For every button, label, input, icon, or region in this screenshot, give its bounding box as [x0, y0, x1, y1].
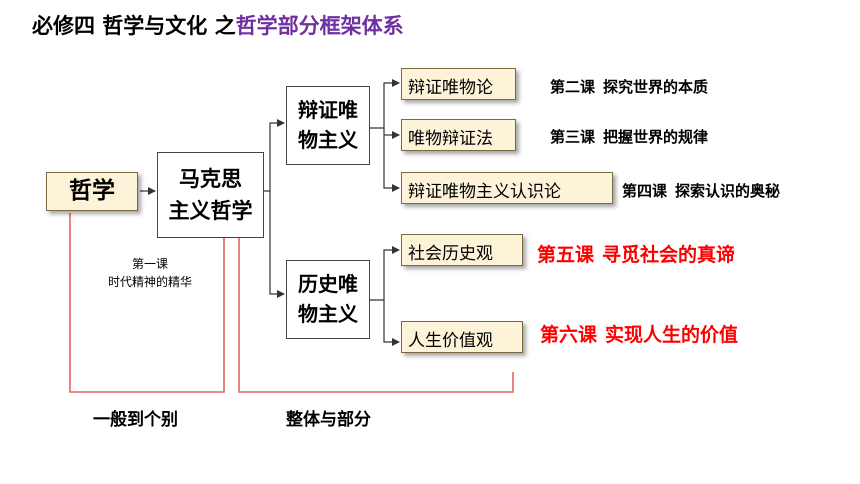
arrow-to-topic-4	[370, 246, 400, 301]
marxism-line1: 马克思	[179, 167, 242, 191]
topic-box-2: 唯物辩证法	[401, 119, 516, 151]
lesson-4-title: 探索认识的奥秘	[675, 182, 781, 200]
topic-label-5: 人生价值观	[408, 331, 493, 351]
lesson-2: 第二课探究世界的本质	[550, 76, 708, 97]
lesson-2-number: 第二课	[550, 78, 596, 96]
label-general-to-particular: 一般到个别	[93, 410, 178, 430]
lesson-5-title: 寻觅社会的真谛	[602, 244, 736, 266]
lesson-4-number: 第四课	[622, 182, 668, 200]
arrow-to-topic-3	[383, 128, 400, 192]
lesson-3: 第三课把握世界的规律	[550, 126, 708, 147]
marxism-line2: 主义哲学	[168, 199, 253, 223]
root-label: 哲学	[69, 178, 115, 204]
arrow-to-dialectical	[264, 119, 285, 192]
topic-label-2: 唯物辩证法	[408, 129, 493, 149]
lesson-6: 第六课实现人生的价值	[540, 320, 738, 347]
bracket-whole-part	[238, 238, 514, 393]
topic-box-3: 辩证唯物主义认识论	[401, 172, 613, 204]
dialectical-materialism-node: 辩证唯 物主义	[286, 86, 370, 165]
topic-box-5: 人生价值观	[401, 321, 523, 353]
bracket-general-particular	[69, 213, 225, 393]
topic-box-4: 社会历史观	[401, 234, 523, 266]
topic-label-4: 社会历史观	[408, 244, 493, 264]
historical-line1: 历史唯	[298, 272, 358, 296]
lesson-5-number: 第五课	[537, 244, 595, 266]
lesson-5: 第五课寻觅社会的真谛	[537, 240, 735, 267]
lesson-1-number: 第一课	[131, 257, 168, 271]
topic-label-1: 辩证唯物论	[408, 78, 493, 98]
dialectical-line1: 辩证唯	[298, 98, 358, 122]
lesson-4: 第四课探索认识的奥秘	[622, 180, 780, 201]
page-title: 必修四 哲学与文化 之哲学部分框架体系	[32, 10, 404, 40]
topic-label-3: 辩证唯物主义认识论	[408, 182, 561, 202]
lesson-3-number: 第三课	[550, 128, 596, 146]
lesson-1-note: 第一课 时代精神的精华	[80, 255, 220, 291]
historical-materialism-node: 历史唯 物主义	[286, 260, 370, 339]
historical-line2: 物主义	[298, 302, 358, 326]
arrow-to-topic-5	[383, 300, 400, 346]
topic-box-1: 辩证唯物论	[401, 68, 516, 100]
lesson-6-number: 第六课	[540, 324, 598, 346]
label-whole-and-part: 整体与部分	[286, 410, 371, 430]
lesson-6-title: 实现人生的价值	[605, 324, 739, 346]
lesson-1-title: 时代精神的精华	[107, 275, 192, 289]
dialectical-line2: 物主义	[298, 128, 358, 152]
lesson-2-title: 探究世界的本质	[603, 78, 709, 96]
arrow-to-historical	[269, 191, 285, 298]
title-accent: 哲学部分框架体系	[235, 14, 404, 38]
lesson-3-title: 把握世界的规律	[603, 128, 709, 146]
root-node: 哲学	[46, 172, 138, 211]
marxism-node: 马克思 主义哲学	[157, 152, 264, 238]
arrow-to-topic-1	[370, 79, 400, 129]
title-prefix: 必修四 哲学与文化 之	[32, 14, 236, 38]
